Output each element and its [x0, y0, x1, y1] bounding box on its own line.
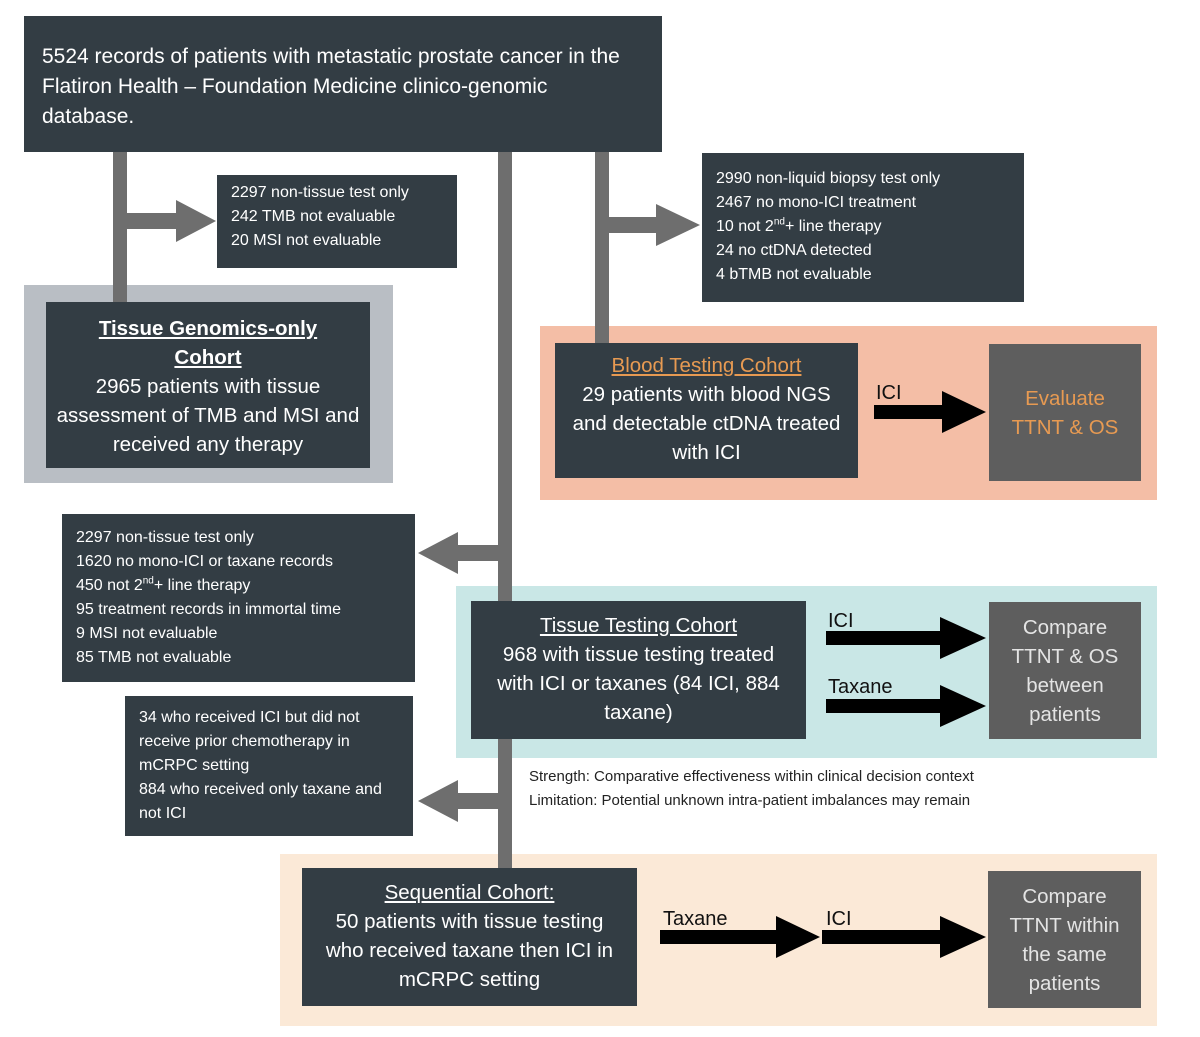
exclusion-item: 20 MSI not evaluable	[231, 232, 382, 249]
strength-note: Strength: Comparative effectiveness with…	[529, 768, 974, 785]
exclusion-item: 10 not 2nd+ line therapy	[716, 216, 882, 235]
limitation-note: Limitation: Potential unknown intra-pati…	[529, 792, 971, 809]
cohort-body: 2965 patients with tissue assessment of …	[56, 375, 360, 456]
exclusion-item: 2467 no mono-ICI treatment	[716, 194, 917, 211]
connector-center-branch-2	[455, 793, 505, 809]
exclusion-item: 2990 non-liquid biopsy test only	[716, 170, 941, 187]
cohort-title: Sequential Cohort:	[384, 881, 555, 904]
sequential-outcome-box: Compare TTNT within the same patients	[988, 871, 1141, 1008]
connector-right-branch	[595, 217, 658, 233]
arrow-label-ici: ICI	[826, 908, 852, 930]
blood-outcome-box: Evaluate TTNT & OS	[989, 344, 1141, 481]
exclusion-item: 9 MSI not evaluable	[76, 625, 218, 642]
connector-right	[595, 150, 609, 345]
connector-center-branch-1	[455, 545, 505, 561]
exclusion-item: 85 TMB not evaluable	[76, 649, 232, 666]
exclusion-box-sequential: 34 who received ICI but did not receive …	[125, 696, 413, 836]
cohort-body: 29 patients with blood NGS and detectabl…	[572, 383, 841, 464]
arrow-label-taxane: Taxane	[828, 676, 893, 698]
cohort-body: 968 with tissue testing treated with ICI…	[497, 643, 780, 724]
arrow-tissue-ici	[826, 617, 986, 659]
tissue-outcome-box: Compare TTNT & OS between patients	[989, 602, 1141, 739]
exclusion-box-blood: 2990 non-liquid biopsy test only 2467 no…	[702, 153, 1024, 302]
arrow-seq-taxane	[660, 916, 820, 958]
arrow-head-mid-2	[418, 780, 458, 822]
exclusion-box-tissue-testing: 2297 non-tissue test only 1620 no mono-I…	[62, 514, 415, 682]
cohort-title: Blood Testing Cohort	[611, 354, 802, 377]
exclusion-item: 95 treatment records in immortal time	[76, 601, 341, 618]
exclusion-item: 1620 no mono-ICI or taxane records	[76, 553, 334, 570]
blood-cohort-box: Blood Testing Cohort 29 patients with bl…	[555, 343, 858, 478]
source-records-box: 5524 records of patients with metastatic…	[24, 16, 662, 152]
arrow-head-right	[656, 204, 700, 246]
arrow-label-taxane: Taxane	[663, 908, 728, 930]
exclusion-item: 34 who received ICI but did not receive …	[139, 709, 360, 774]
sequential-cohort-box: Sequential Cohort: 50 patients with tiss…	[302, 868, 637, 1006]
connector-left-branch	[113, 213, 178, 229]
exclusion-box-tissue-genomics: 2297 non-tissue test only 242 TMB not ev…	[217, 175, 457, 268]
exclusion-item: 450 not 2nd+ line therapy	[76, 575, 251, 594]
arrow-blood-ici	[874, 391, 986, 433]
arrow-seq-ici	[822, 916, 986, 958]
arrow-tissue-taxane	[826, 685, 986, 727]
source-records-text: 5524 records of patients with metastatic…	[42, 45, 620, 128]
exclusion-item: 884 who received only taxane and not ICI	[139, 781, 382, 822]
outcome-text: Evaluate TTNT & OS	[1011, 386, 1119, 439]
exclusion-item: 2297 non-tissue test only	[231, 184, 409, 201]
exclusion-item: 24 no ctDNA detected	[716, 242, 872, 259]
outcome-text: Compare TTNT & OS between patients	[1011, 615, 1119, 726]
exclusion-item: 4 bTMB not evaluable	[716, 266, 872, 283]
outcome-text: Compare TTNT within the same patients	[1009, 884, 1120, 995]
cohort-title: Tissue Genomics-only Cohort	[98, 317, 318, 369]
cohort-body: 50 patients with tissue testing who rece…	[325, 910, 614, 991]
exclusion-item: 2297 non-tissue test only	[76, 529, 254, 546]
arrow-label-ici: ICI	[876, 382, 902, 404]
arrow-head-left	[176, 200, 216, 242]
cohort-title: Tissue Testing Cohort	[539, 614, 738, 637]
tissue-cohort-box: Tissue Testing Cohort 968 with tissue te…	[471, 601, 806, 739]
arrow-label-ici: ICI	[828, 610, 854, 632]
tissue-genomics-cohort-box: Tissue Genomics-only Cohort 2965 patient…	[46, 302, 370, 468]
exclusion-item: 242 TMB not evaluable	[231, 208, 396, 225]
arrow-head-mid-1	[418, 532, 458, 574]
